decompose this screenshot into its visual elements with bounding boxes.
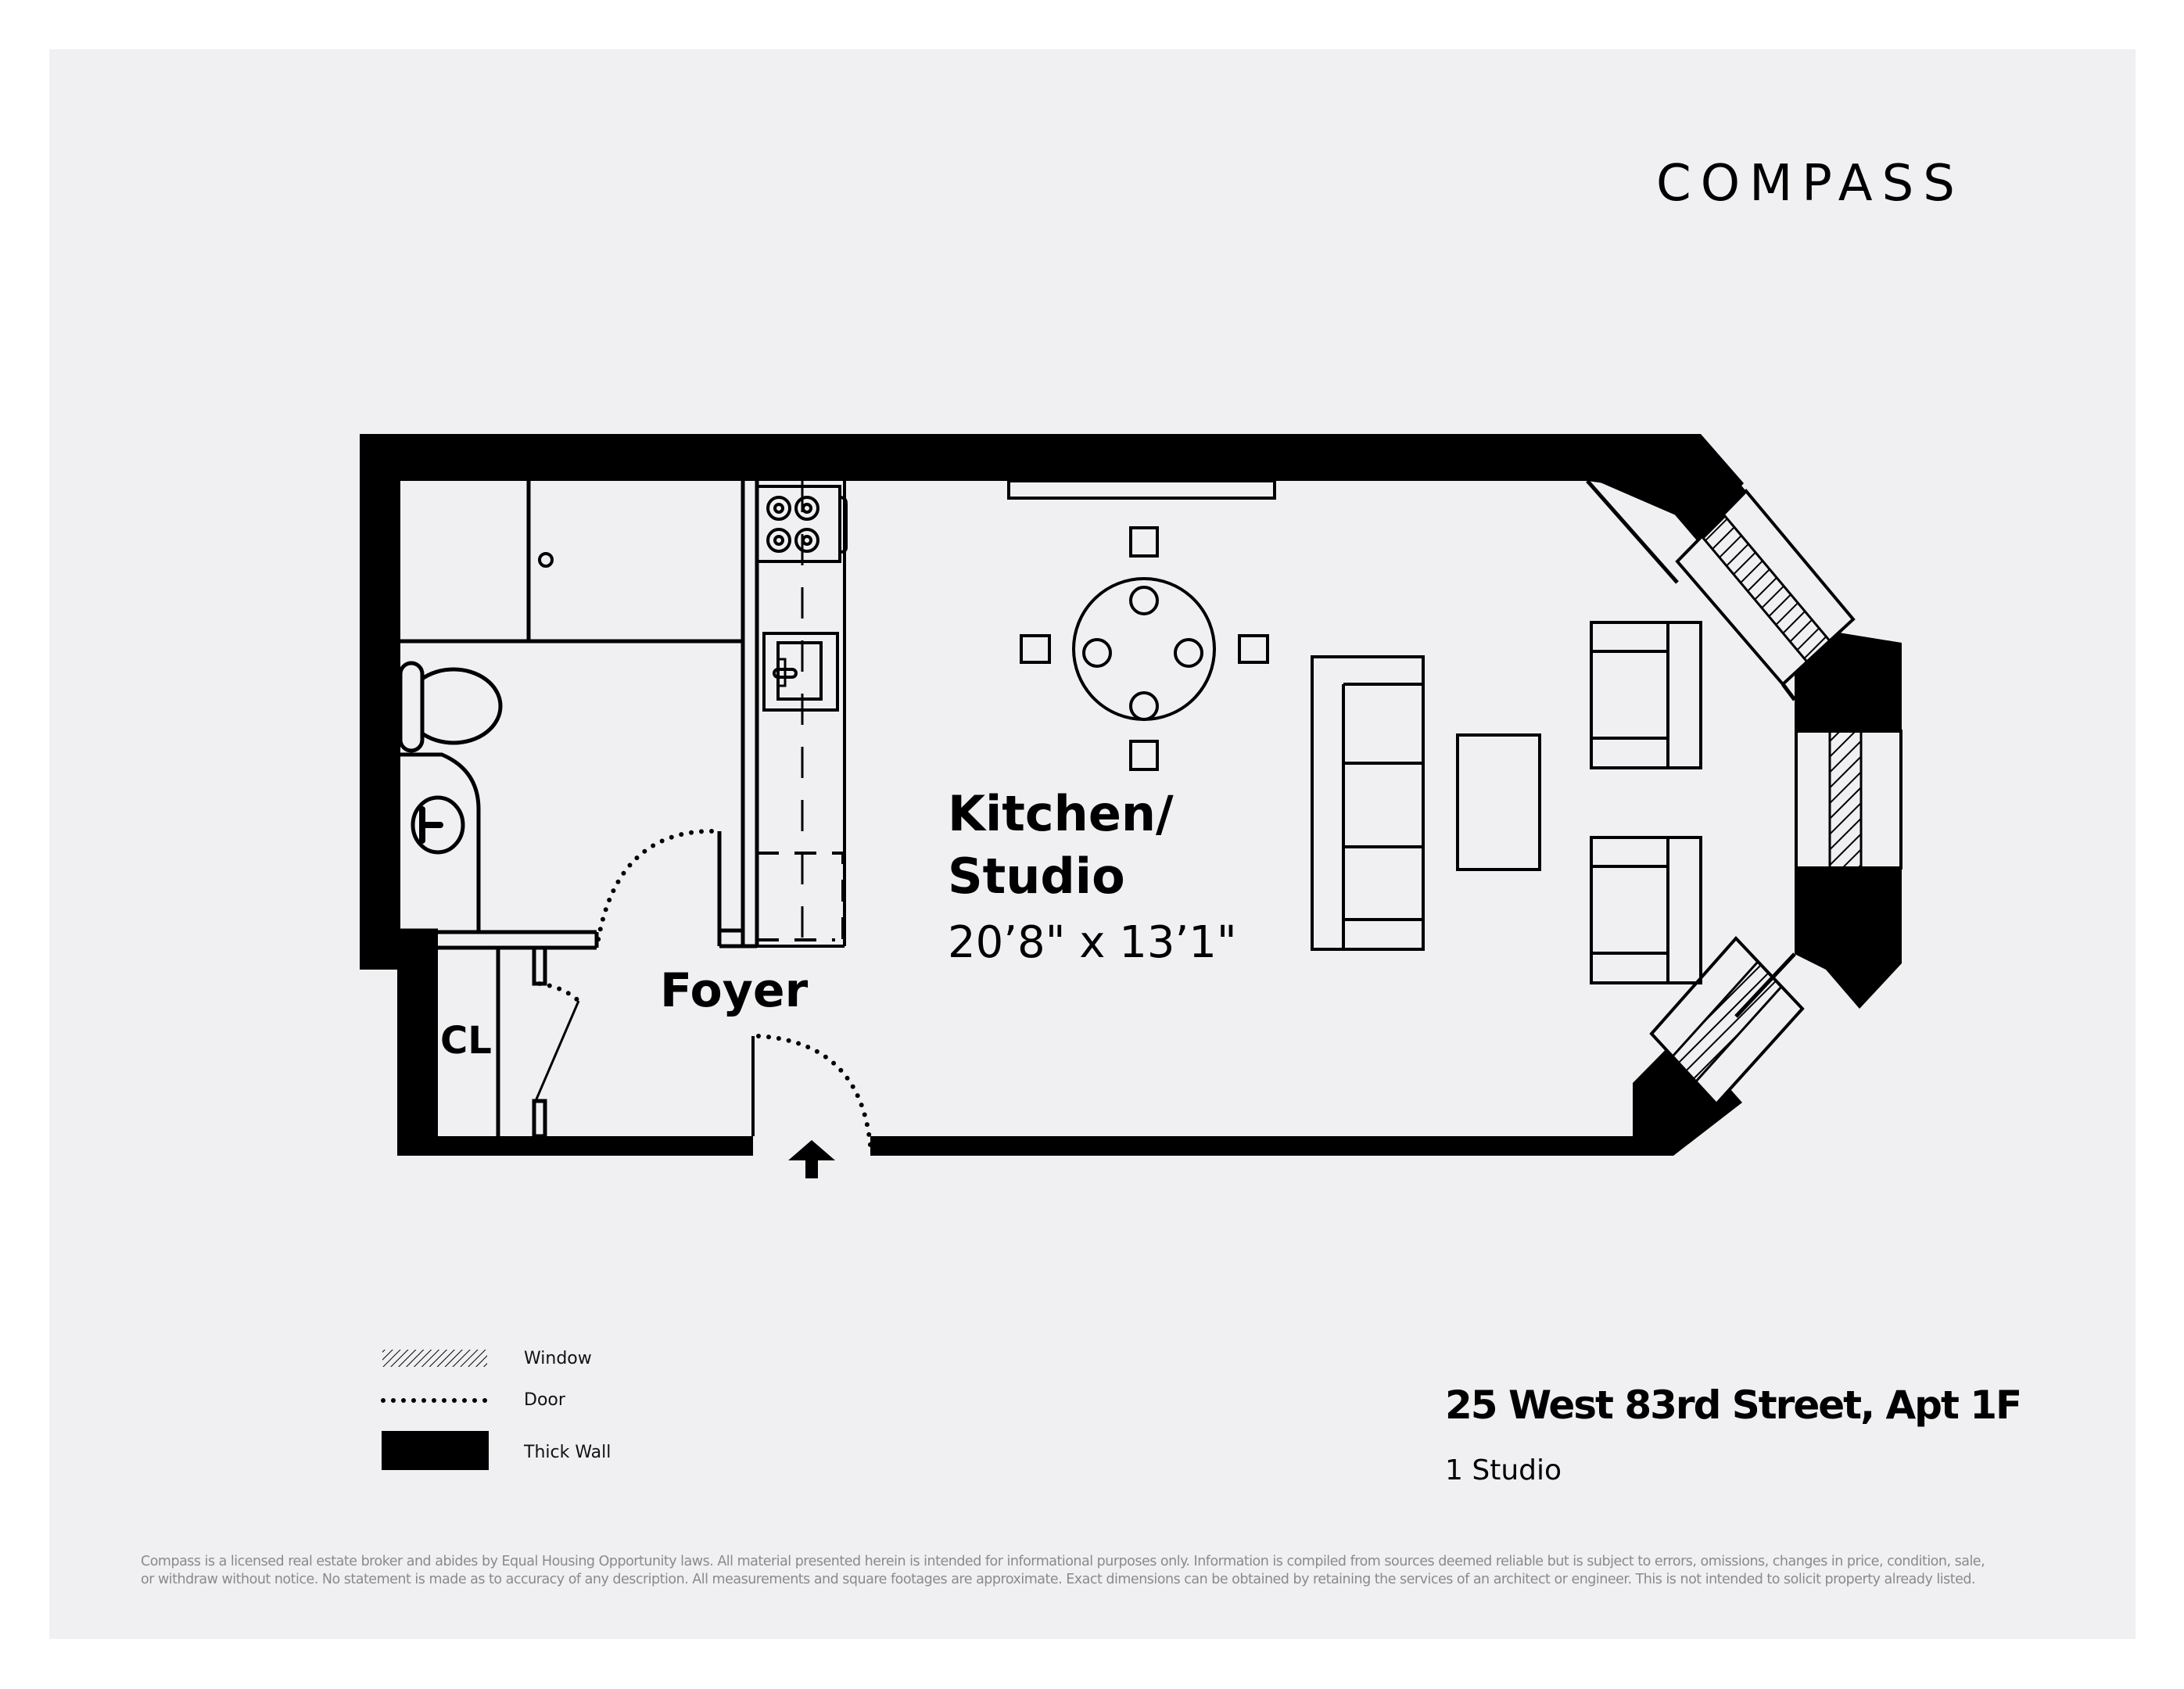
thick-walls — [360, 434, 1902, 1156]
door-swings — [537, 829, 873, 1148]
legend — [381, 1350, 489, 1470]
legend-label-door: Door — [524, 1390, 565, 1410]
compass-logo: COMPASS — [1656, 155, 1964, 213]
closet-knob-icon — [538, 552, 554, 568]
window-northeast — [1675, 489, 1856, 687]
room-dimensions-kitchen: 20’8" x 13’1" — [948, 917, 1237, 968]
legend-wall-swatch — [382, 1431, 489, 1470]
legend-label-thick-wall: Thick Wall — [524, 1443, 611, 1462]
listing-unit-type: 1 Studio — [1445, 1454, 1562, 1486]
dishwasher-outline — [757, 852, 845, 946]
disclaimer-line-2: or withdraw without notice. No statement… — [141, 1572, 1976, 1587]
armchair-icon — [1590, 836, 1702, 984]
legend-label-window: Window — [524, 1349, 592, 1368]
dining-table-icon — [1020, 526, 1269, 771]
window-east — [1795, 730, 1902, 870]
bathroom-sink-icon — [400, 752, 481, 932]
kitchen-sink-icon — [762, 632, 839, 712]
room-label-foyer: Foyer — [660, 963, 809, 1018]
room-label-closet: CL — [440, 1019, 492, 1063]
listing-address: 25 West 83rd Street, Apt 1F — [1445, 1382, 2022, 1428]
armchair-icon — [1590, 621, 1702, 769]
room-label-kitchen-line2: Studio — [948, 848, 1125, 905]
room-label-kitchen-line1: Kitchen/ — [948, 785, 1174, 842]
legal-disclaimer: Compass is a licensed real estate broker… — [141, 1553, 2049, 1589]
sofa-icon — [1311, 655, 1425, 951]
entry-arrow-icon — [788, 1140, 835, 1178]
disclaimer-line-1: Compass is a licensed real estate broker… — [141, 1554, 1985, 1569]
radiator-outline — [1007, 479, 1276, 500]
kitchen-counter — [757, 481, 846, 948]
toilet-icon — [398, 661, 503, 753]
stove-icon — [755, 485, 848, 563]
coffee-table-icon — [1456, 733, 1541, 871]
window-southeast — [1649, 936, 1805, 1106]
legend-window-swatch — [382, 1350, 487, 1367]
